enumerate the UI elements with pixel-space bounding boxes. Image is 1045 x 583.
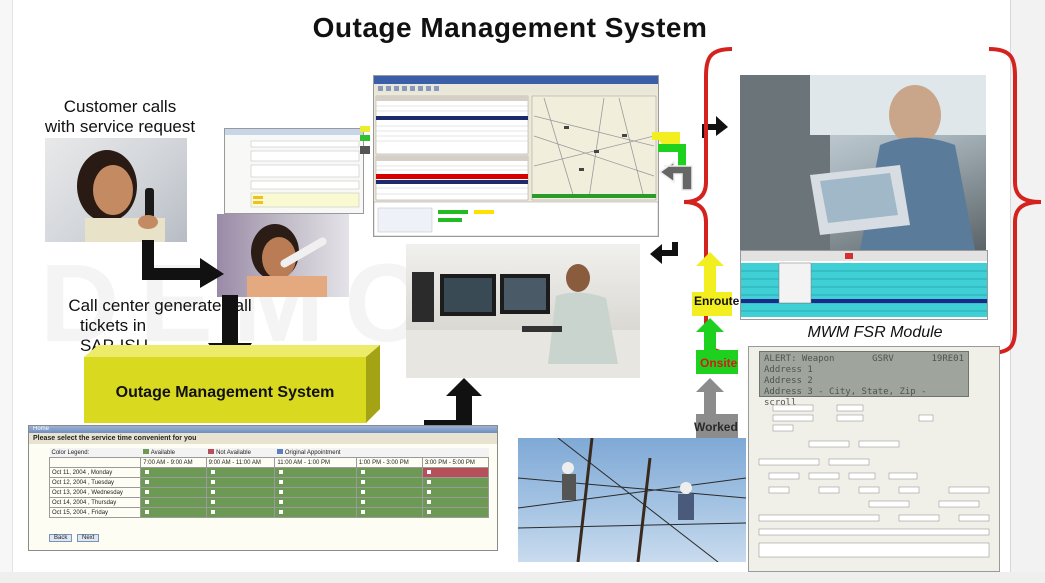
schedule-slot[interactable] [205, 487, 276, 498]
col-header-slot-3: 11:00 AM - 1:00 PM [274, 457, 357, 468]
mwm-module-label: MWM FSR Module [807, 324, 943, 341]
schedule-slot[interactable] [355, 487, 423, 498]
schedule-row: Oct 12, 2004 , Tuesday [48, 477, 490, 488]
worked-label: Worked [694, 420, 738, 434]
schedule-day: Oct 14, 2004 , Thursday [48, 497, 142, 508]
fsr-form-fields [758, 404, 990, 558]
schedule-slot[interactable] [355, 497, 423, 508]
arrow-to-field-photo [702, 116, 728, 138]
schedule-buttons: Back Next [49, 534, 102, 542]
alert-display: ALERT: Weapon GSRV 19RE01 Address 1 Addr… [759, 351, 969, 408]
schedule-slot[interactable] [140, 477, 207, 488]
alert-address-3: Address 3 - City, State, Zip - scroll [764, 387, 927, 408]
dispatch-map-screenshot [373, 75, 659, 237]
worked-arrow [696, 378, 738, 438]
schedule-slot[interactable] [274, 507, 357, 518]
schedule-slot[interactable] [274, 467, 357, 478]
back-button[interactable]: Back [49, 534, 73, 542]
schedule-day: Oct 12, 2004 , Tuesday [48, 477, 142, 488]
schedule-slot[interactable] [421, 477, 490, 488]
alert-code: GSRV [872, 354, 894, 364]
col-header-slot-5: 3:00 PM - 5:00 PM [421, 457, 490, 468]
schedule-slot[interactable] [274, 497, 357, 508]
schedule-slot[interactable] [355, 507, 423, 518]
oms-box [84, 345, 380, 423]
alert-address-1: Address 1 [764, 365, 813, 375]
schedule-slot[interactable] [205, 477, 276, 488]
schedule-table: Color Legend: Available Not Available Or… [48, 448, 490, 518]
schedule-row: Oct 14, 2004 , Thursday [48, 497, 490, 508]
schedule-slot[interactable] [140, 507, 207, 518]
mwm-screen-screenshot [740, 250, 988, 320]
page-title: Outage Management System [312, 12, 708, 43]
col-header-day [48, 457, 142, 468]
enroute-arrow [692, 252, 732, 316]
slide-bottom-frame [0, 572, 1045, 583]
customer-label-line2: with service request [44, 117, 196, 136]
arrow-schedule-to-control [424, 378, 482, 428]
schedule-row: Oct 13, 2004 , Wednesday [48, 487, 490, 498]
service-schedule-screenshot: Home Please select the service time conv… [28, 425, 498, 551]
legend-available: Available [140, 448, 207, 458]
alert-address-2: Address 2 [764, 376, 813, 386]
right-brace [988, 47, 1042, 355]
schedule-slot[interactable] [355, 467, 423, 478]
alert-id: 19RE01 [931, 354, 964, 364]
customer-label-line1: Customer calls [63, 97, 177, 116]
arrow-from-field [650, 242, 678, 264]
schedule-slot[interactable] [274, 487, 357, 498]
onsite-arrow [696, 318, 738, 374]
call-center-label-line2: tickets in [80, 316, 147, 335]
col-header-slot-2: 9:00 AM - 11:00 AM [205, 457, 276, 468]
schedule-slot[interactable] [205, 497, 276, 508]
legend-not-available: Not Available [206, 448, 275, 458]
col-header-slot-1: 7:00 AM - 9:00 AM [140, 457, 207, 468]
slide-left-frame [0, 0, 13, 583]
schedule-day: Oct 15, 2004 , Friday [48, 507, 142, 518]
arrow-customer-to-agent [142, 240, 224, 288]
schedule-row: Oct 11, 2004 , Monday [48, 467, 490, 478]
schedule-slot[interactable] [421, 507, 490, 518]
schedule-slot[interactable] [140, 467, 207, 478]
schedule-row: Oct 15, 2004 , Friday [48, 507, 490, 518]
schedule-slot[interactable] [355, 477, 423, 488]
alert-text: ALERT: Weapon [764, 354, 835, 364]
call-center-label-line1: Call center generate call [68, 296, 252, 315]
schedule-legend: Color Legend: Available Not Available Or… [49, 448, 489, 458]
sap-connector-icon [360, 126, 370, 154]
schedule-slot[interactable] [140, 487, 207, 498]
schedule-slot[interactable] [274, 477, 357, 488]
schedule-slot[interactable] [421, 487, 490, 498]
customer-label: Customer calls with service request [30, 97, 210, 137]
field-worker-truck-photo [740, 75, 986, 250]
col-header-slot-4: 1:00 PM - 3:00 PM [355, 457, 423, 468]
call-agent-photo [217, 214, 349, 297]
schedule-day: Oct 13, 2004 , Wednesday [48, 487, 142, 498]
schedule-header: Home [33, 426, 50, 432]
schedule-slot[interactable] [421, 467, 490, 478]
schedule-slot[interactable] [205, 507, 276, 518]
customer-photo [45, 138, 187, 242]
sap-isu-screenshot [224, 128, 364, 214]
onsite-label: Onsite [700, 356, 738, 370]
schedule-header-row: 7:00 AM - 9:00 AM 9:00 AM - 11:00 AM 11:… [48, 457, 490, 468]
oms-box-label: Outage Management System [115, 384, 335, 401]
schedule-slot[interactable] [421, 497, 490, 508]
schedule-slot[interactable] [140, 497, 207, 508]
linemen-on-pole-photo [518, 438, 746, 562]
fsr-form-screenshot: ALERT: Weapon GSRV 19RE01 Address 1 Addr… [748, 346, 1000, 572]
alert-line-1: ALERT: Weapon GSRV 19RE01 [764, 354, 964, 365]
legend-title: Color Legend: [49, 448, 141, 458]
schedule-day: Oct 11, 2004 , Monday [48, 467, 142, 478]
schedule-title-bar: Home [29, 426, 497, 433]
schedule-prompt: Please select the service time convenien… [29, 433, 497, 444]
control-room-photo [406, 244, 640, 378]
next-button[interactable]: Next [77, 534, 100, 542]
legend-original: Original Appointment [274, 448, 357, 458]
schedule-slot[interactable] [205, 467, 276, 478]
status-arrows-icon [652, 132, 693, 191]
enroute-label: Enroute [694, 294, 740, 308]
